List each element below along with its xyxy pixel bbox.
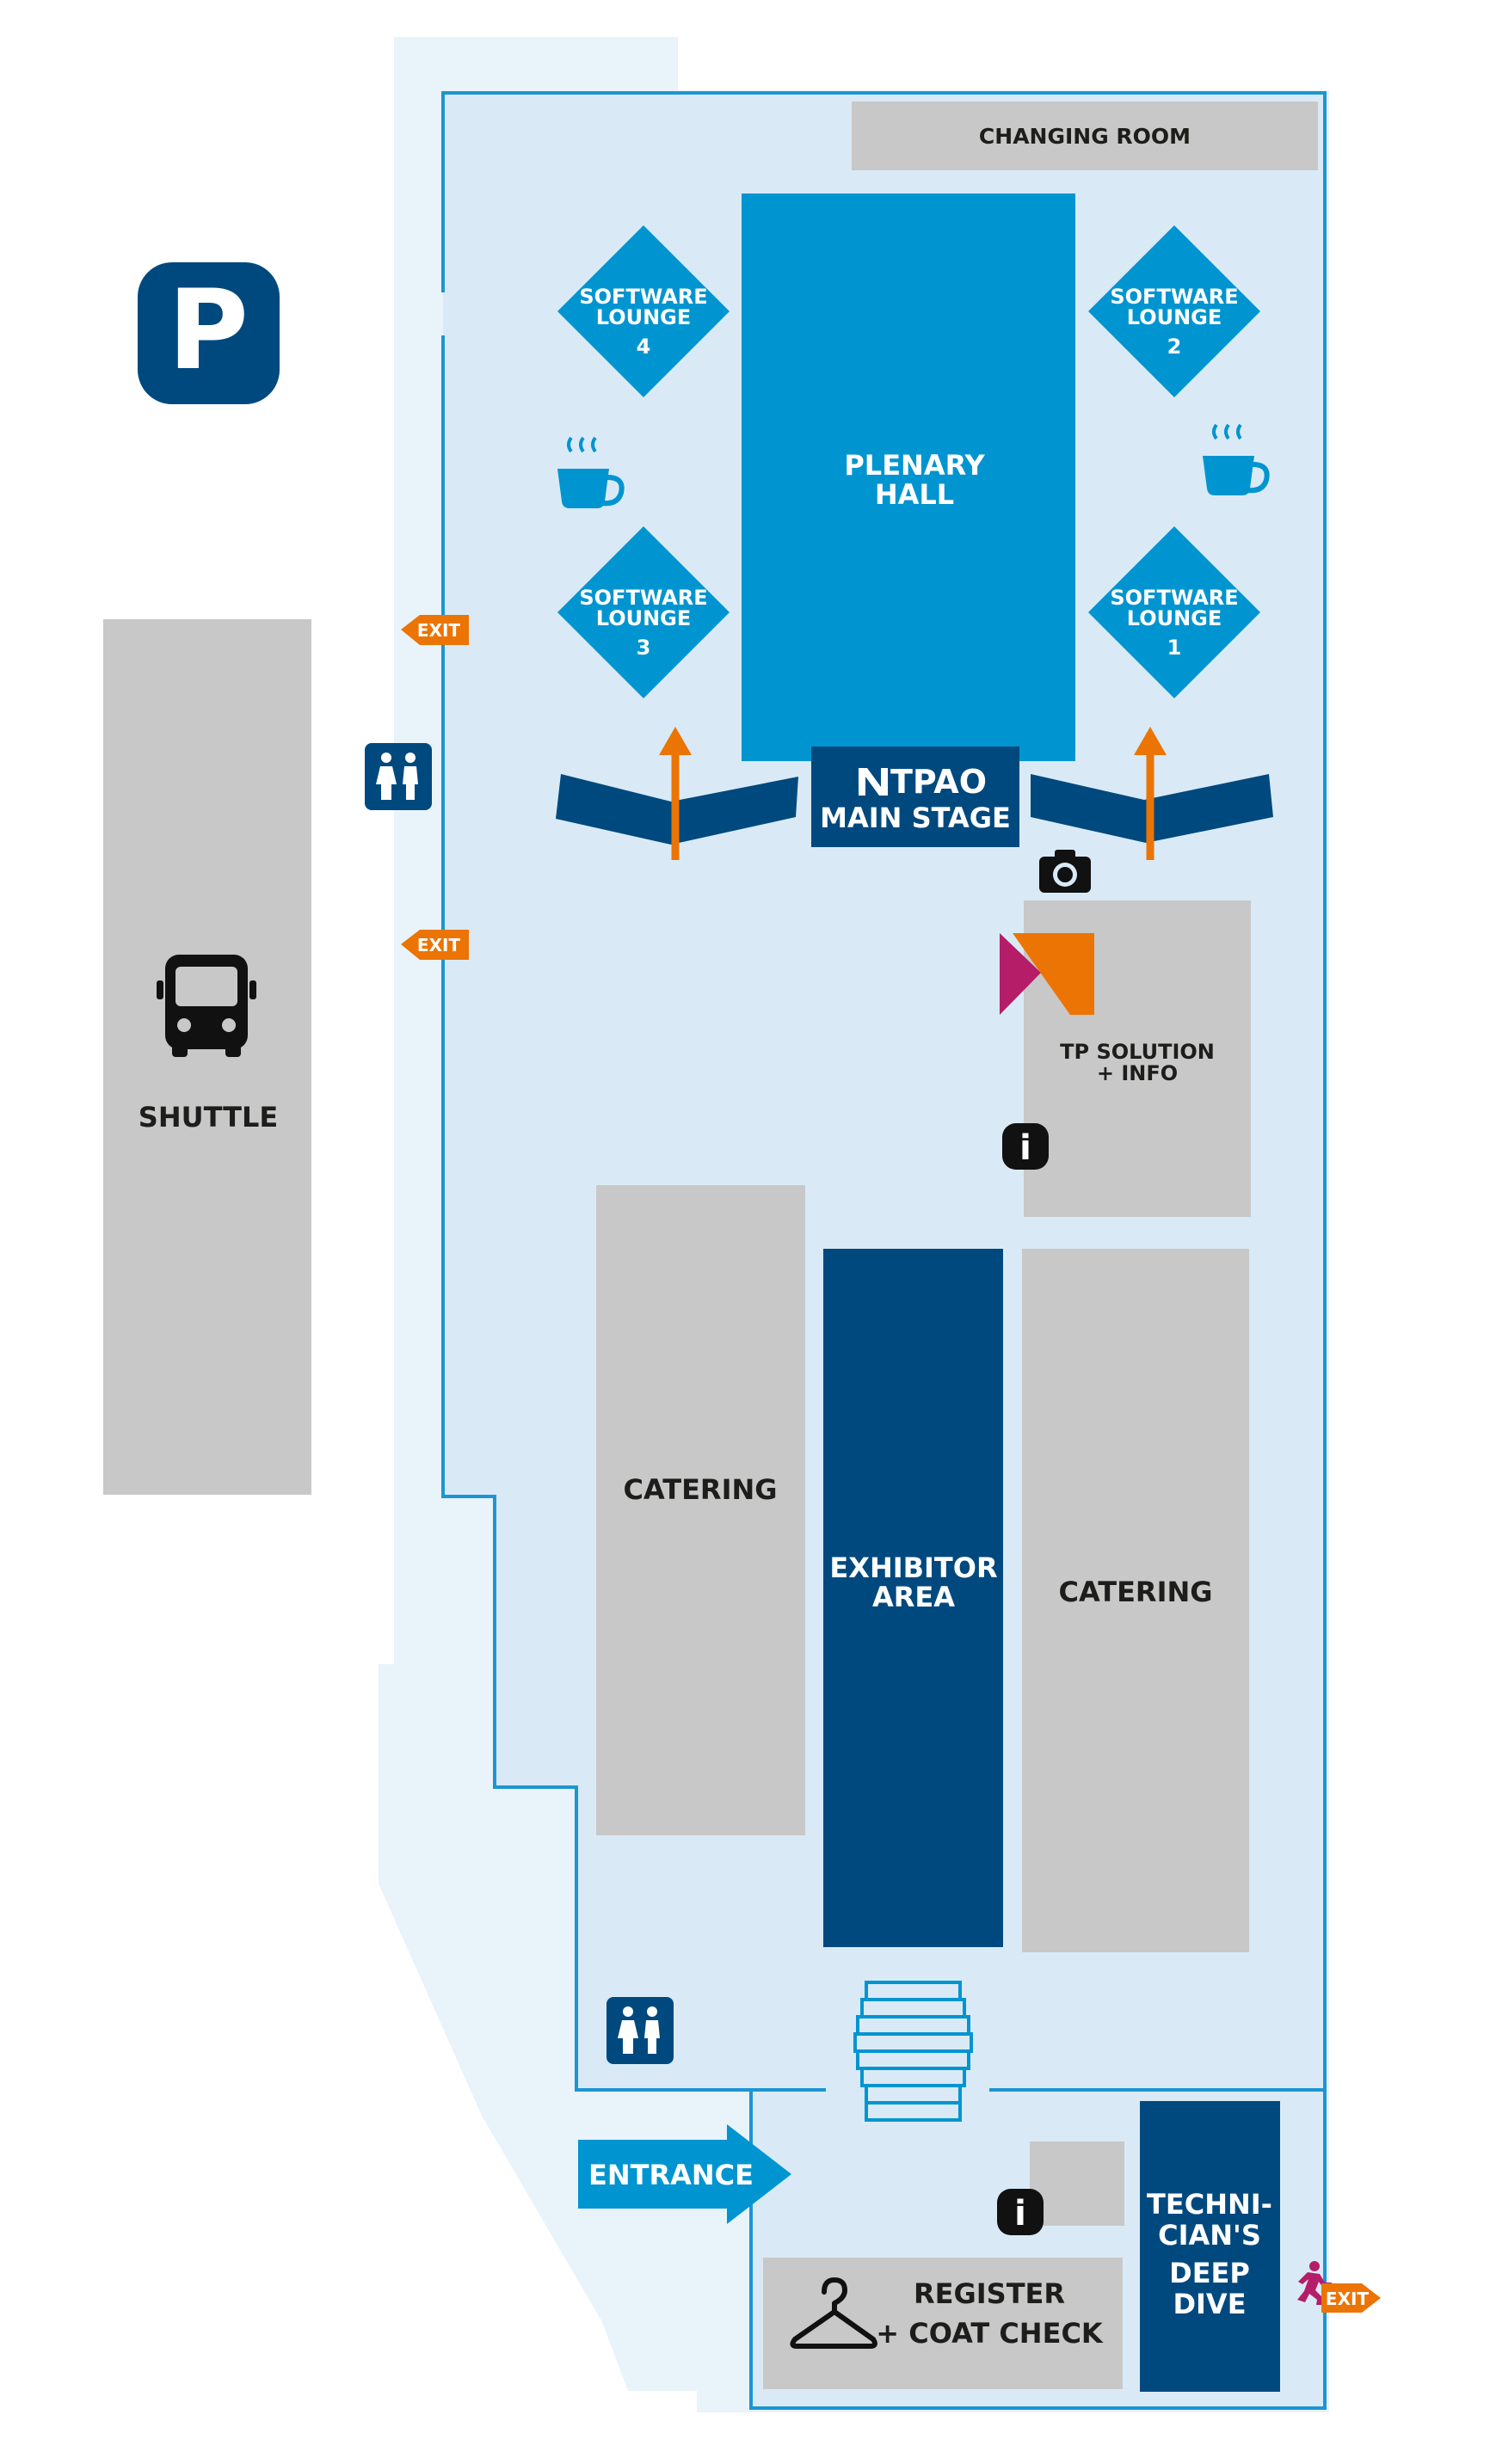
info-label: i (1014, 2194, 1026, 2234)
software-lounges: SOFTWARE LOUNGE 4 SOFTWARE LOUNGE 2 SOFT… (557, 225, 1260, 698)
catering-right-zone (1022, 1249, 1249, 1952)
arrow-up-left (659, 727, 692, 860)
tp-solution-label-line2: + INFO (1097, 1061, 1178, 1085)
camera-icon (1039, 850, 1091, 893)
shuttle-label: SHUTTLE (139, 1101, 278, 1134)
running-person-icon (1297, 2261, 1332, 2305)
west-wall (441, 335, 826, 2092)
exhibitor-label-line1: EXHIBITOR (829, 1552, 997, 1584)
info-desk-zone (1030, 2141, 1124, 2226)
register-zone (763, 2258, 1123, 2389)
lounge-2-number: 2 (1167, 335, 1182, 359)
bus-icon (157, 955, 256, 1057)
parking-sign-icon (138, 262, 280, 404)
lounge-2-line2: LOUNGE (1127, 305, 1222, 329)
tp-solution-label-line1: TP SOLUTION (1060, 1040, 1215, 1064)
tp-logo-icon (859, 768, 888, 796)
restroom-icon (365, 743, 432, 810)
exit-label: EXIT (1326, 2289, 1370, 2309)
lounge-3-line2: LOUNGE (596, 606, 692, 630)
exit-label: EXIT (417, 935, 461, 955)
main-stage-brand: TPAO (890, 763, 987, 801)
lounge-1-line1: SOFTWARE (1110, 586, 1238, 610)
coffee-cup-icon (1203, 423, 1270, 495)
deep-dive-line4: DIVE (1173, 2288, 1246, 2320)
deep-dive-line3: DEEP (1169, 2257, 1250, 2289)
exhibitor-area: EXHIBITOR AREA (823, 1249, 1003, 1947)
plenary-hall: PLENARY HALL (742, 194, 1075, 761)
coat-hanger-icon (790, 2277, 877, 2349)
info-icon: i (997, 2189, 1044, 2235)
lounge-1-number: 1 (1167, 636, 1182, 660)
exit-sign-right[interactable]: EXIT (1297, 2261, 1381, 2313)
lounge-2-line1: SOFTWARE (1110, 285, 1238, 309)
exhibitor-area-zone (823, 1249, 1003, 1947)
technicians-deep-dive: TECHNI- CIAN'S DEEP DIVE (1140, 2101, 1280, 2392)
shuttle-area: SHUTTLE (103, 619, 311, 1495)
deep-dive-line2: CIAN'S (1158, 2219, 1261, 2252)
lounge-4-line2: LOUNGE (596, 305, 692, 329)
main-stage: TPAO MAIN STAGE (556, 727, 1273, 860)
software-lounge-3: SOFTWARE LOUNGE 3 (557, 526, 730, 698)
lounge-1-line2: LOUNGE (1127, 606, 1222, 630)
lounge-4-line1: SOFTWARE (579, 285, 707, 309)
hall-walls (441, 91, 1327, 2410)
register-label-line2: + COAT CHECK (876, 2317, 1104, 2350)
plenary-hall-zone (742, 194, 1075, 761)
changing-room-zone (852, 101, 1318, 170)
catering-left-label: CATERING (623, 1473, 777, 1506)
info-label: i (1019, 1128, 1031, 1168)
register-coat-check: REGISTER + COAT CHECK (763, 2258, 1123, 2389)
exit-sign-lower-left[interactable]: EXIT (401, 930, 469, 960)
lounge-4-number: 4 (637, 335, 651, 359)
changing-room-label: CHANGING ROOM (979, 124, 1191, 149)
plenary-hall-label-line2: HALL (875, 478, 954, 511)
entrance-label: ENTRANCE (588, 2159, 754, 2191)
exit-label: EXIT (417, 620, 461, 641)
info-icon: i (1002, 1123, 1049, 1170)
main-stage-label: MAIN STAGE (820, 802, 1011, 834)
software-lounge-4: SOFTWARE LOUNGE 4 (557, 225, 730, 397)
catering-right: CATERING (1022, 1249, 1249, 1952)
arrow-up-right (1134, 727, 1167, 860)
tp-solution-booth: TP SOLUTION + INFO (1000, 900, 1251, 1217)
software-lounge-1: SOFTWARE LOUNGE 1 (1088, 526, 1260, 698)
exhibitor-label-line2: AREA (872, 1581, 955, 1613)
changing-room: CHANGING ROOM (852, 101, 1318, 170)
parking-sign: P (138, 262, 280, 404)
parking-label: P (168, 267, 249, 395)
catering-left-zone (596, 1185, 805, 1835)
technicians-deep-dive-zone (1140, 2101, 1280, 2392)
restroom-icon (606, 1997, 674, 2064)
catering-right-label: CATERING (1058, 1576, 1212, 1608)
stairs-icon (853, 1981, 973, 2122)
outer-wall (441, 91, 1327, 2410)
main-stage-box (811, 747, 1019, 847)
software-lounge-2: SOFTWARE LOUNGE 2 (1088, 225, 1260, 397)
lounge-3-line1: SOFTWARE (579, 586, 707, 610)
lounge-3-number: 3 (637, 636, 651, 660)
register-label-line1: REGISTER (914, 2277, 1065, 2310)
coffee-cup-icon (557, 436, 625, 508)
entrance-arrow[interactable]: ENTRANCE (578, 2124, 791, 2224)
tp-logo-icon (1000, 933, 1094, 1015)
deep-dive-line1: TECHNI- (1147, 2188, 1272, 2221)
plenary-hall-label-line1: PLENARY (844, 449, 985, 482)
catering-left: CATERING (596, 1185, 805, 1835)
shuttle-zone (103, 619, 311, 1495)
exit-sign-upper-left[interactable]: EXIT (401, 615, 469, 645)
